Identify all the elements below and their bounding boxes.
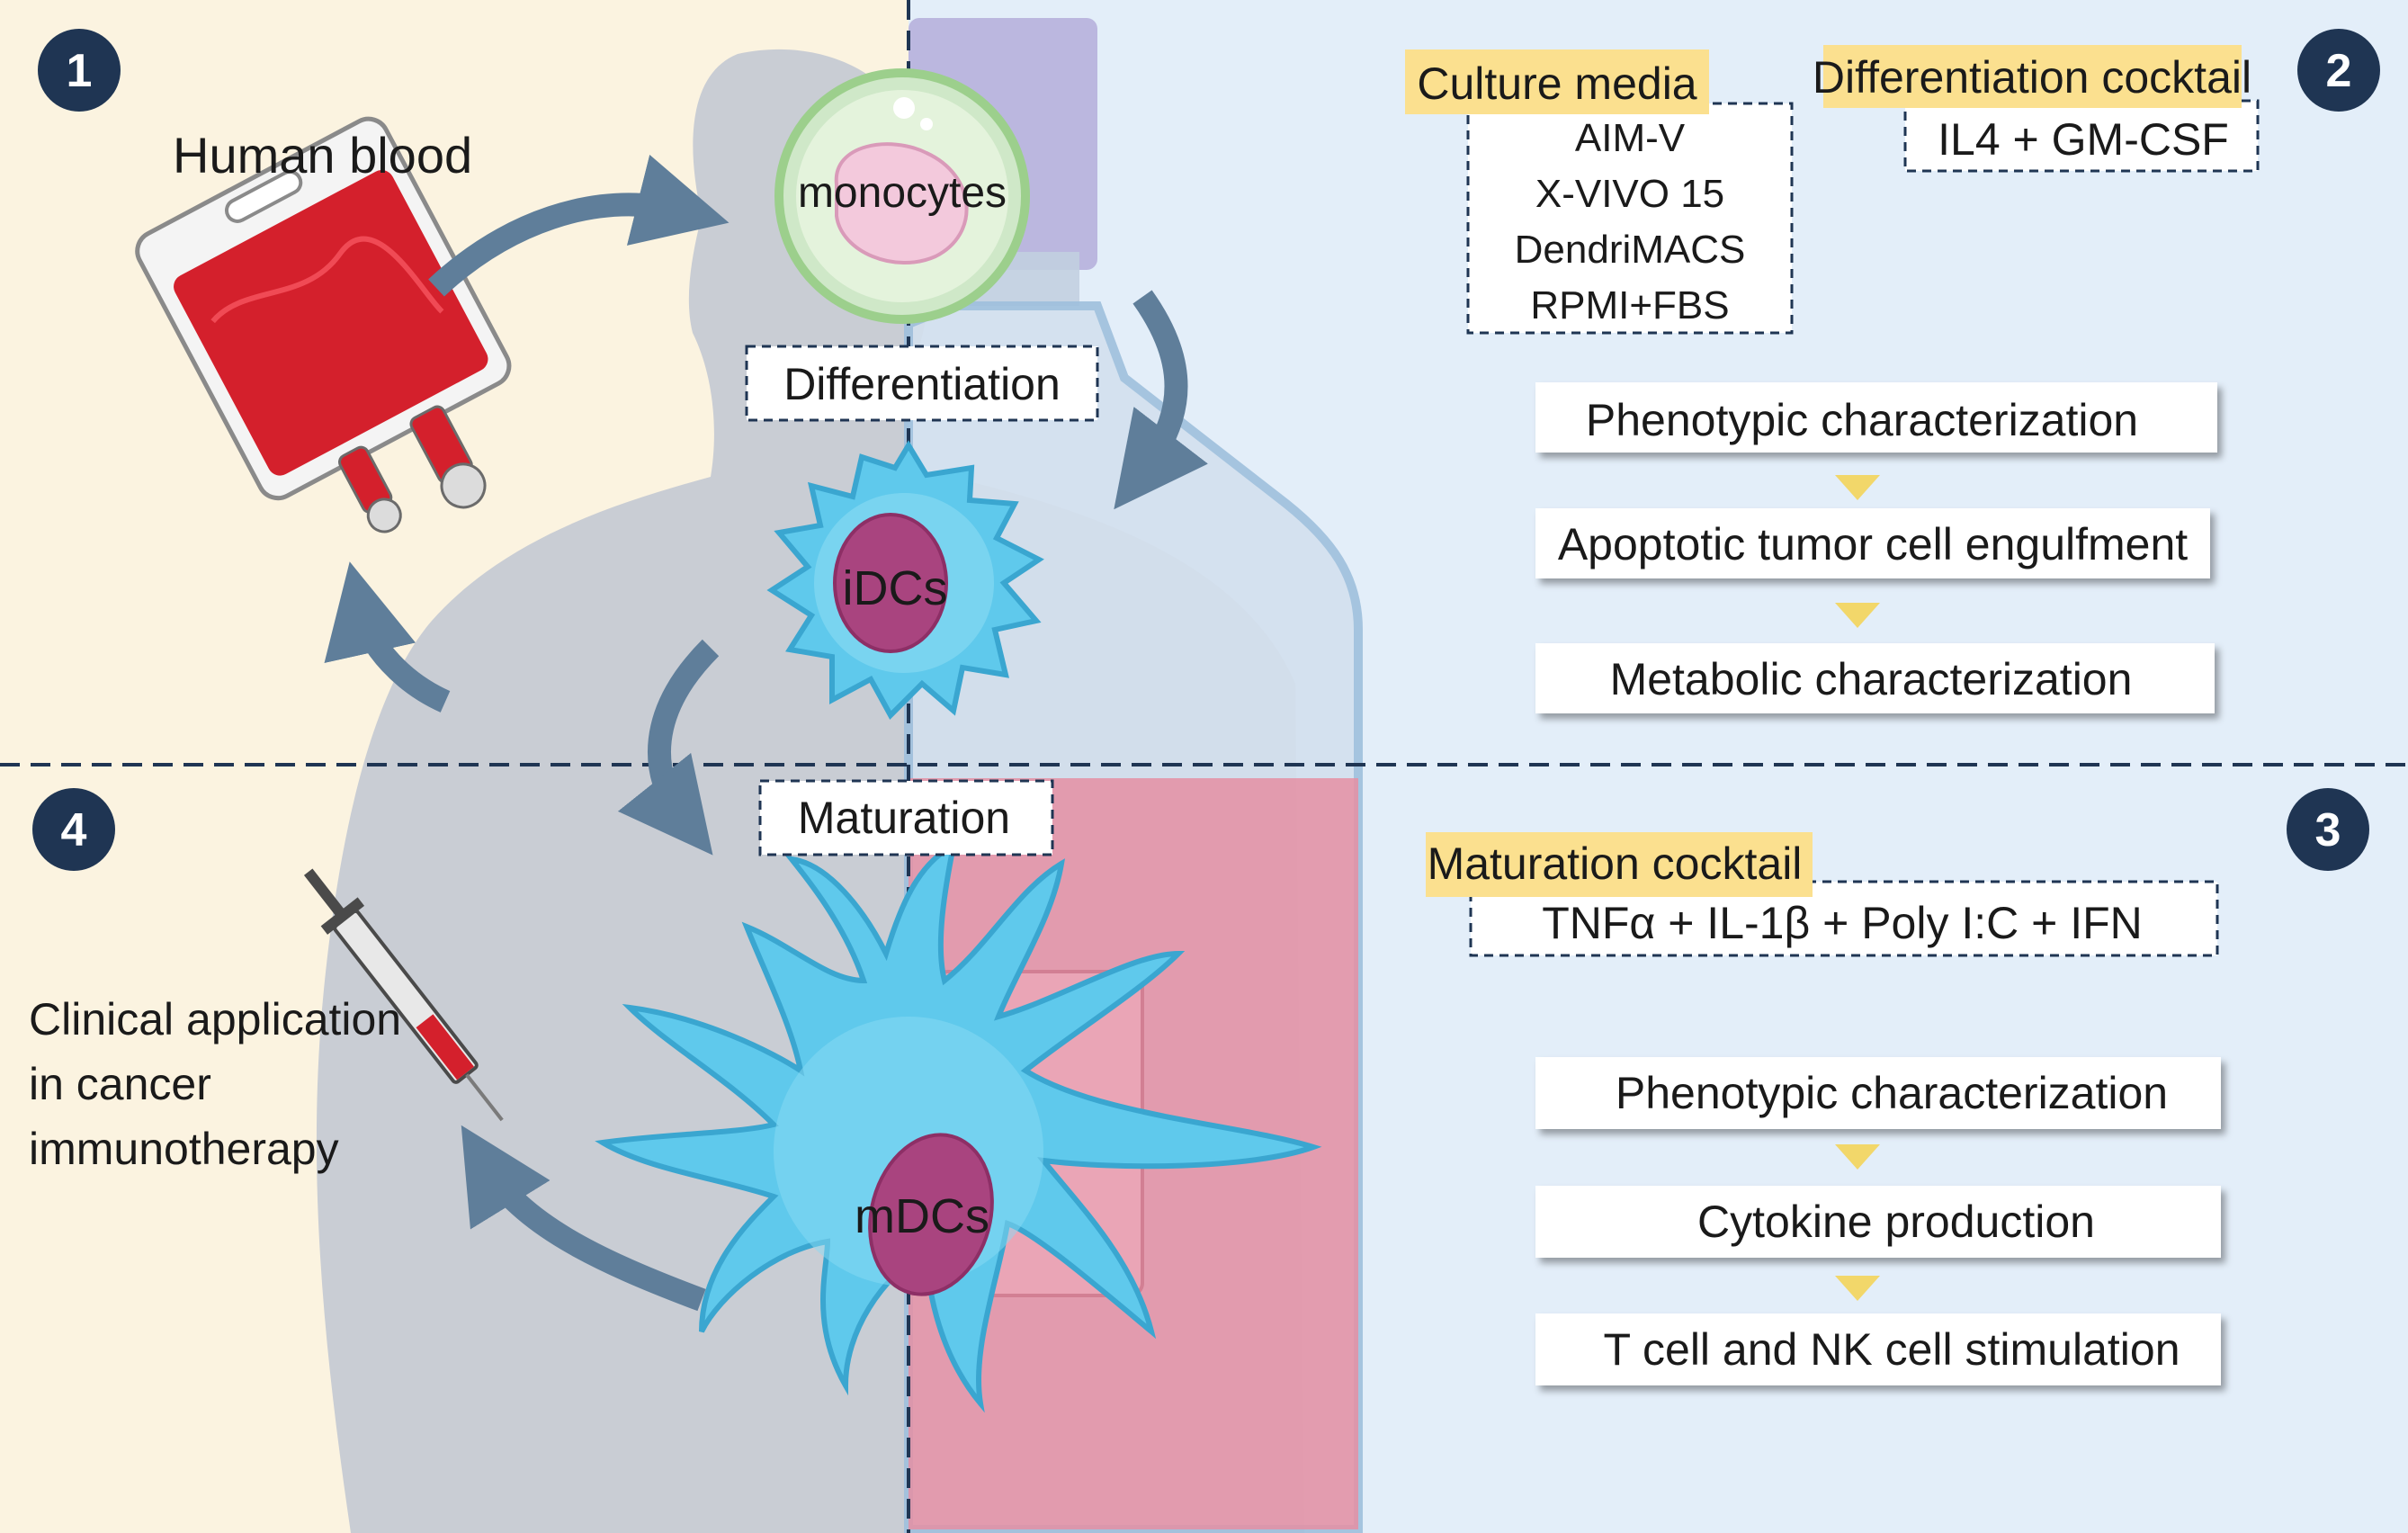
arrow-idcs-to-mdcs	[617, 639, 720, 856]
culture-media-item: RPMI+FBS	[1530, 283, 1729, 327]
badge-3-circle	[2287, 788, 2369, 871]
blood-bag-cap-1	[366, 498, 402, 533]
arrow-blood-to-monocytes	[428, 154, 730, 297]
culture-media-item: AIM-V	[1575, 116, 1686, 160]
maturation-cocktail-header-highlight	[1426, 832, 1813, 897]
step-box	[1535, 1313, 2221, 1385]
blood-bag-cap-2	[440, 462, 487, 509]
badge-2: 2	[2297, 29, 2380, 112]
badge-4: 4	[32, 788, 115, 871]
mdc-cell	[595, 840, 1322, 1413]
clinical-caption-line: Clinical application	[29, 994, 401, 1044]
step-label: Metabolic characterization	[1610, 654, 2133, 704]
blood-bag-fill	[174, 170, 488, 476]
clinical-caption-line: immunotherapy	[29, 1124, 339, 1174]
idcs-label: iDCs	[843, 561, 948, 615]
mdcs-label: mDCs	[855, 1189, 989, 1243]
step-arrow	[1835, 1276, 1880, 1301]
culture-media-item: X-VIVO 15	[1535, 172, 1724, 216]
badge-1-circle	[38, 29, 121, 112]
differentiation-cocktail-header: Differentiation cocktail	[1813, 52, 2251, 103]
step-arrow	[1835, 603, 1880, 628]
human-blood-title: Human blood	[173, 127, 472, 184]
badge-3-number: 3	[2315, 804, 2341, 856]
step-label: Phenotypic characterization	[1616, 1068, 2168, 1118]
blood-bag	[135, 116, 512, 533]
monocyte-sheen-1	[893, 97, 915, 119]
culture-media-group: Culture media AIM-V X-VIVO 15 DendriMACS…	[1405, 49, 1794, 335]
differentiation-cocktail-header-highlight	[1823, 45, 2242, 108]
step-box	[1535, 382, 2217, 453]
step-arrow	[1835, 475, 1880, 500]
badge-4-circle	[32, 788, 115, 871]
step-arrow	[1835, 1144, 1880, 1170]
arrow-monocytes-to-flask	[1114, 290, 1208, 510]
badge-3: 3	[2287, 788, 2369, 871]
syringe-plunger	[303, 868, 346, 919]
monocyte-nucleus	[834, 142, 969, 265]
idc-nucleus	[833, 513, 948, 653]
culture-media-item: DendriMACS	[1515, 228, 1746, 272]
maturation-cocktail-group: Maturation cocktail TNFα + IL-1β + Poly …	[1426, 832, 2219, 957]
step-box	[1535, 508, 2210, 578]
badge-1-number: 1	[67, 45, 93, 97]
maturation-cocktail-header: Maturation cocktail	[1428, 838, 1803, 889]
monocyte-sheen-2	[920, 118, 933, 130]
clinical-caption-line: in cancer	[29, 1059, 211, 1109]
blood-bag-hanger	[224, 169, 303, 223]
badge-2-circle	[2297, 29, 2380, 112]
idc-cell	[766, 440, 1044, 720]
step-box	[1535, 1057, 2221, 1129]
maturation-label: Maturation	[798, 793, 1010, 843]
syringe-liquid	[416, 1014, 474, 1080]
panel-3-steps: Phenotypic characterization Cytokine pro…	[1535, 1057, 2221, 1385]
mdc-nucleus	[868, 1133, 994, 1296]
badge-4-number: 4	[61, 804, 87, 856]
differentiation-stage: Differentiation	[745, 345, 1099, 422]
maturation-stage: Maturation	[758, 779, 1054, 856]
badge-1: 1	[38, 29, 121, 112]
differentiation-label: Differentiation	[783, 359, 1061, 409]
step-label: Cytokine production	[1697, 1197, 2095, 1247]
syringe-needle	[465, 1073, 504, 1122]
badge-2-number: 2	[2326, 45, 2352, 97]
syringe-flange	[320, 897, 365, 935]
differentiation-cocktail-value: IL4 + GM-CSF	[1938, 114, 2229, 165]
step-box	[1535, 1186, 2221, 1258]
step-label: Phenotypic characterization	[1586, 395, 2138, 445]
monocyte-cell	[774, 68, 1030, 324]
panel-2-steps: Phenotypic characterization Apoptotic tu…	[1535, 382, 2217, 713]
maturation-cocktail-value: TNFα + IL-1β + Poly I:C + IFN	[1542, 898, 2143, 948]
step-label: T cell and NK cell stimulation	[1603, 1324, 2180, 1375]
maturation-box	[758, 779, 1054, 856]
step-box	[1535, 643, 2215, 713]
culture-media-header: Culture media	[1417, 58, 1696, 109]
differentiation-cocktail-value-box	[1903, 99, 2260, 173]
blood-bag-highlight	[210, 236, 444, 324]
differentiation-box	[745, 345, 1099, 422]
culture-media-header-highlight	[1405, 49, 1709, 114]
step-label: Apoptotic tumor cell engulfment	[1558, 519, 2188, 569]
differentiation-cocktail-group: Differentiation cocktail IL4 + GM-CSF	[1813, 45, 2260, 173]
arrow-back-to-blood	[324, 561, 451, 713]
arrow-mdcs-to-clinic	[461, 1125, 706, 1312]
monocytes-label: monocytes	[798, 169, 1007, 217]
syringe	[303, 868, 504, 1122]
